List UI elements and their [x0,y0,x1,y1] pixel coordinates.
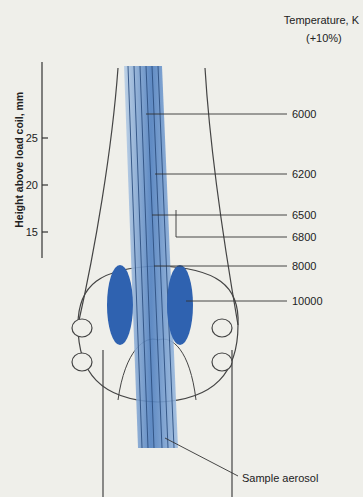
legend-note: (+10%) [306,32,342,44]
isotherm-lines [128,66,174,448]
part-label: Sample aerosol [242,472,318,484]
temperature-value: 6000 [292,108,316,120]
temperature-value: 6500 [292,209,316,221]
tick-value: 20 [26,179,38,191]
legend-title: Temperature, K [284,14,359,26]
axis-title: Height above load coil, mm [14,92,26,228]
hot-zone [167,265,193,345]
temperature-value: 6200 [292,168,316,180]
leader-lines [146,114,287,476]
temperature-value: 10000 [292,295,323,307]
hot-zone [107,265,133,345]
temperature-value: 8000 [292,260,316,272]
tick-value: 25 [26,132,38,144]
height-axis [42,62,48,258]
central-channel [124,66,178,448]
temperature-value: 6800 [292,231,316,243]
tick-value: 15 [26,226,38,238]
load-coil [72,319,232,371]
